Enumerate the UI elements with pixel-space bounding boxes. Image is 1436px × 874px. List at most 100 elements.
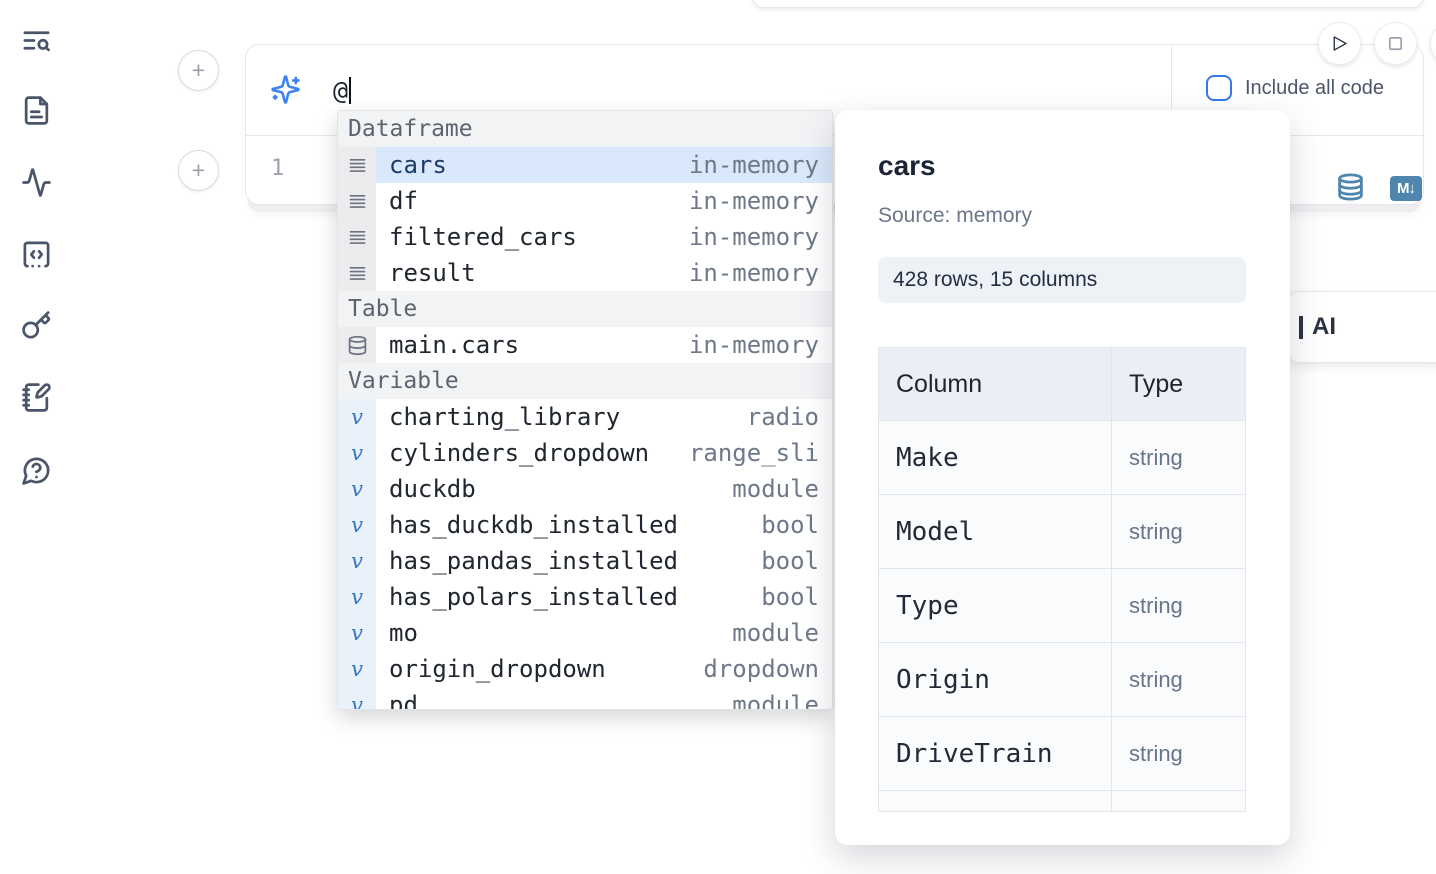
autocomplete-item-type: range_sli [688, 439, 819, 467]
autocomplete-item-name: duckdb [389, 475, 476, 503]
schema-table-header: Column Type [879, 348, 1245, 421]
toc-search-icon[interactable] [21, 25, 52, 56]
autocomplete-item-name: has_polars_installed [389, 583, 678, 611]
help-chat-icon[interactable] [21, 455, 52, 486]
type-header: Type [1129, 369, 1184, 398]
autocomplete-item[interactable]: v has_duckdb_installed bool [338, 507, 832, 543]
column-type: string [1129, 518, 1183, 544]
generate-with-ai-button[interactable]: AI [1288, 291, 1436, 363]
autocomplete-item[interactable]: v duckdb module [338, 471, 832, 507]
variable-icon: v [351, 477, 363, 501]
autocomplete-item-type: dropdown [703, 655, 819, 683]
column-type: string [1129, 740, 1183, 766]
autocomplete-item-type: module [732, 475, 819, 503]
previous-cell-card [752, 0, 1424, 8]
code-snippets-icon[interactable] [21, 239, 52, 270]
left-sidebar [0, 0, 72, 874]
include-all-code-checkbox[interactable] [1206, 75, 1232, 101]
autocomplete-item[interactable]: v charting_library radio [338, 399, 832, 435]
column-name: Type [896, 590, 959, 621]
variable-icon: v [351, 621, 363, 645]
schema-table-row: Type string [879, 569, 1245, 643]
column-type: string [1129, 592, 1183, 618]
autocomplete-item-name: cylinders_dropdown [389, 439, 650, 467]
autocomplete-popup: Dataframe v cars in-memory v df in-memor… [337, 110, 833, 710]
key-icon[interactable] [21, 310, 52, 341]
column-header: Column [879, 348, 1112, 420]
autocomplete-item[interactable]: v main.cars in-memory [338, 327, 832, 363]
autocomplete-item-type: module [732, 691, 819, 710]
stop-cell-button[interactable] [1374, 22, 1417, 65]
dataframe-icon [347, 191, 368, 212]
ai-prompt-input[interactable]: @ [333, 76, 352, 105]
dataframe-icon [347, 155, 368, 176]
autocomplete-section-header: Variable [338, 363, 832, 399]
autocomplete-item-type: in-memory [688, 259, 819, 287]
autocomplete-item[interactable]: v mo module [338, 615, 832, 651]
item-icon-gutter: v [338, 327, 376, 363]
schema-table-row [879, 791, 1245, 811]
schema-table-row: Model string [879, 495, 1245, 569]
sparkles-icon [270, 74, 301, 105]
item-icon-gutter: v [338, 471, 376, 507]
autocomplete-item[interactable]: v origin_dropdown dropdown [338, 651, 832, 687]
preview-title: cars [878, 150, 936, 181]
item-icon-gutter: v [338, 687, 376, 710]
code-editor-row[interactable]: 1 M↓ [246, 136, 1423, 205]
variable-icon: v [351, 693, 363, 710]
autocomplete-item-name: main.cars [389, 331, 520, 359]
column-name: Make [896, 442, 959, 473]
markdown-icon[interactable]: M↓ [1390, 176, 1422, 201]
autocomplete-item-type: bool [761, 511, 819, 539]
autocomplete-item[interactable]: v has_pandas_installed bool [338, 543, 832, 579]
item-icon-gutter: v [338, 615, 376, 651]
schema-table-row: Make string [879, 421, 1245, 495]
column-type: string [1129, 666, 1183, 692]
autocomplete-item-name: has_duckdb_installed [389, 511, 678, 539]
autocomplete-item-type: bool [761, 583, 819, 611]
text-caret [349, 77, 352, 104]
database-icon[interactable] [1336, 172, 1365, 202]
scratchpad-icon[interactable] [21, 382, 52, 413]
column-name: DriveTrain [896, 738, 1053, 769]
autocomplete-item[interactable]: v filtered_cars in-memory [338, 219, 832, 255]
autocomplete-section-header: Dataframe [338, 111, 832, 147]
partial-cell-button[interactable] [1430, 22, 1436, 65]
item-icon-gutter: v [338, 651, 376, 687]
dataframe-icon [347, 227, 368, 248]
autocomplete-item[interactable]: v df in-memory [338, 183, 832, 219]
item-icon-gutter: v [338, 255, 376, 291]
autocomplete-item-name: df [389, 187, 418, 215]
clipped-letter [1299, 315, 1303, 339]
autocomplete-item-type: bool [761, 547, 819, 575]
autocomplete-item-type: radio [746, 403, 819, 431]
run-cell-button[interactable] [1318, 22, 1361, 65]
variable-icon: v [351, 657, 363, 681]
autocomplete-section-header: Table [338, 291, 832, 327]
line-number: 1 [271, 156, 285, 181]
autocomplete-item-name: cars [389, 151, 447, 179]
autocomplete-item-name: filtered_cars [389, 223, 577, 251]
autocomplete-item[interactable]: v pd module [338, 687, 832, 710]
autocomplete-item[interactable]: v result in-memory [338, 255, 832, 291]
autocomplete-item-type: in-memory [688, 223, 819, 251]
schema-table-row: Origin string [879, 643, 1245, 717]
item-icon-gutter: v [338, 399, 376, 435]
item-icon-gutter: v [338, 219, 376, 255]
autocomplete-item[interactable]: v cylinders_dropdown range_sli [338, 435, 832, 471]
item-icon-gutter: v [338, 147, 376, 183]
file-icon[interactable] [21, 95, 52, 126]
autocomplete-item-name: has_pandas_installed [389, 547, 678, 575]
autocomplete-item-name: pd [389, 691, 418, 710]
autocomplete-item[interactable]: v has_polars_installed bool [338, 579, 832, 615]
add-cell-button-top[interactable]: + [178, 50, 219, 91]
item-icon-gutter: v [338, 507, 376, 543]
autocomplete-item[interactable]: v cars in-memory [338, 147, 832, 183]
add-cell-button-bottom[interactable]: + [178, 150, 219, 191]
autocomplete-item-type: in-memory [688, 187, 819, 215]
autocomplete-item-type: in-memory [688, 331, 819, 359]
variable-icon: v [351, 549, 363, 573]
activity-icon[interactable] [21, 167, 52, 198]
include-all-code-label: Include all code [1245, 76, 1384, 99]
ai-prompt-row[interactable]: @ Include all code [246, 45, 1423, 136]
